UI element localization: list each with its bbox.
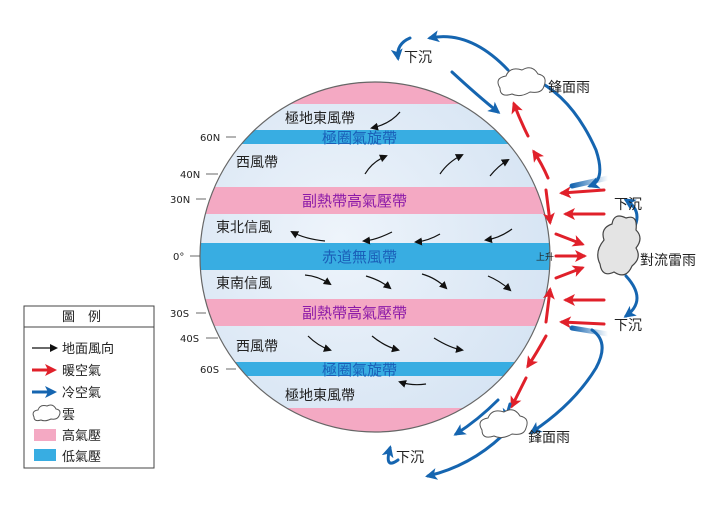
wind-arrow: [484, 228, 513, 244]
lat-30s: 30S: [170, 309, 189, 320]
wind-arrow: [362, 231, 393, 245]
warm-air-arrow: [554, 265, 585, 280]
label-frontal-rain-bottom: 鋒面雨: [528, 430, 570, 446]
cold-air-arrow: [569, 175, 611, 189]
cold-air-arrow: [390, 36, 412, 61]
warm-air-arrow: [526, 334, 548, 369]
wind-arrow: [398, 380, 427, 388]
label-subpolar-low-south: 極圈氣旋帶: [322, 361, 397, 379]
legend-label-cloud: 雲: [62, 408, 75, 423]
legend-label-warm-air: 暖空氣: [62, 364, 101, 379]
label-convective-rain: 對流雷雨: [640, 253, 696, 269]
cold-air-arrow: [453, 398, 500, 436]
label-sink-top: 下沉: [404, 50, 432, 66]
warm-air-arrow: [532, 149, 550, 180]
latitude-scale: [190, 136, 236, 370]
warm-air-arrow: [511, 101, 530, 138]
pink-swatch: [34, 429, 56, 441]
legend-label-cold-air: 冷空氣: [62, 386, 101, 401]
legend-label-high-pressure: 高氣壓: [62, 428, 101, 444]
label-westerlies-south: 西風帶: [236, 339, 278, 355]
wind-arrow: [433, 337, 464, 353]
lat-60s: 60S: [200, 365, 219, 376]
label-equatorial-low: 赤道無風帶: [322, 248, 397, 266]
subpolar-low-band-north: [200, 130, 550, 144]
label-ne-trades: 東北信風: [216, 220, 272, 236]
wind-arrow: [365, 275, 392, 290]
wind-arrow: [304, 274, 332, 286]
label-subpolar-low-north: 極圈氣旋帶: [322, 129, 397, 147]
wind-arrow: [414, 233, 441, 246]
globe: [199, 81, 551, 433]
label-se-trades: 東南信風: [216, 276, 272, 292]
label-frontal-rain-top: 鋒面雨: [548, 80, 590, 96]
wind-arrow: [307, 335, 332, 352]
legend-title: 圖 例: [62, 310, 101, 325]
cold-air-arrow: [450, 70, 501, 114]
lat-equator: 0°: [173, 252, 184, 263]
cold-air-arrow: [623, 274, 639, 318]
warm-air-arrow: [559, 186, 606, 199]
subtropical-high-band-north: [200, 187, 550, 214]
label-sink-upper-mid: 下沉: [614, 197, 642, 213]
equatorial-low-band: [200, 243, 550, 270]
wind-arrow: [290, 231, 326, 242]
warm-air-arrow: [542, 188, 555, 225]
cold-air-arrow: [381, 445, 400, 465]
wind-arrow: [421, 273, 448, 290]
cold-air-arrow: [529, 328, 604, 434]
wind-arrow: [364, 154, 388, 175]
legend-label-surface-wind: 地面風向: [62, 341, 114, 357]
warm-air-arrow: [554, 232, 585, 247]
subtropical-high-band-south: [200, 299, 550, 326]
cloud-icon: [479, 409, 528, 439]
wind-arrow: [489, 158, 510, 177]
lat-30n: 30N: [170, 195, 190, 206]
label-polar-easterlies-south: 極地東風帶: [285, 388, 355, 404]
label-sink-lower-mid: 下沉: [614, 318, 642, 334]
lat-60n: 60N: [200, 133, 220, 144]
cold-air-arrow: [569, 325, 611, 337]
wind-arrow: [370, 111, 401, 131]
legend: 圖 例 地面風向 暖空氣 冷空氣 雲 高氣壓 低氣壓: [23, 305, 155, 469]
thundercloud-icon: [597, 215, 641, 276]
warm-air-arrow: [542, 287, 555, 324]
wind-arrow: [487, 275, 512, 292]
wind-arrow: [371, 335, 400, 353]
surface-wind-arrows: [290, 111, 513, 388]
cloud-icon: [497, 67, 546, 97]
legend-label-low-pressure: 低氣壓: [62, 450, 101, 465]
label-subtropical-high-north: 副熱帶高氣壓帶: [302, 192, 407, 210]
label-subtropical-high-south-text: 副熱帶高氣壓帶: [302, 304, 407, 322]
warm-air-arrow: [510, 376, 528, 409]
subpolar-low-band-south: [200, 362, 550, 376]
wind-arrow: [439, 154, 464, 175]
blue-swatch: [34, 449, 56, 461]
cold-air-arrow: [427, 30, 510, 72]
warm-air-arrow: [559, 316, 606, 329]
label-westerlies-north: 西風帶: [236, 155, 278, 171]
lat-40s: 40S: [180, 334, 199, 345]
cloud-icon: [32, 404, 61, 422]
lat-40n: 40N: [180, 170, 200, 181]
label-sink-bottom: 下沉: [396, 450, 424, 466]
label-rise: 上升: [536, 252, 554, 263]
cold-air-arrow: [425, 434, 504, 480]
label-polar-easterlies-north: 極地東風帶: [285, 111, 355, 127]
